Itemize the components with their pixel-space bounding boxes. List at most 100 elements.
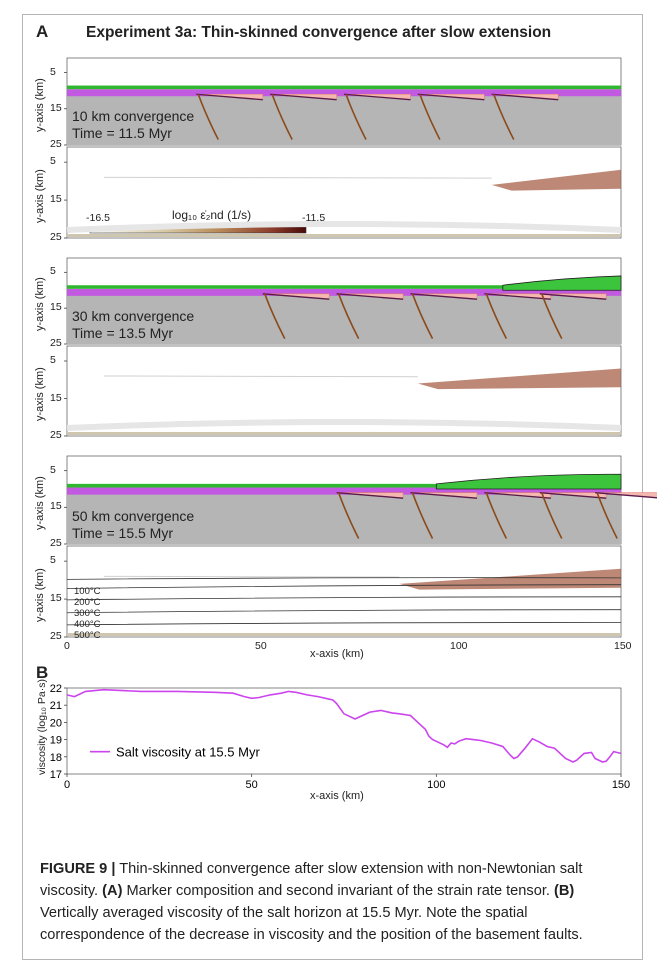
- legend-label: Salt viscosity at 15.5 Myr: [116, 745, 260, 760]
- salt-base: [410, 492, 478, 499]
- basement-fault: [411, 293, 434, 339]
- thrust-wedge: [502, 275, 622, 291]
- strain-shade: [66, 221, 622, 233]
- basement-fault: [345, 93, 367, 140]
- isotherm-line: [66, 596, 622, 601]
- salt-base: [484, 293, 551, 300]
- thrust-wedge: [435, 473, 622, 490]
- caption-figure-label: FIGURE 9 |: [40, 861, 116, 877]
- panel-b-letter: B: [36, 663, 49, 682]
- caption-text-3: Vertically averaged viscosity of the sal…: [40, 905, 583, 943]
- ytick-label: 25: [50, 630, 62, 642]
- panel-a-letter: A: [36, 22, 49, 41]
- ytick-label: 5: [50, 65, 56, 78]
- ytick-label: 15: [50, 391, 62, 404]
- basement-fault: [337, 492, 360, 539]
- basement-fault: [337, 293, 360, 339]
- basement-fault: [540, 492, 563, 539]
- panel-a-xtick-50: 50: [255, 640, 267, 652]
- stage3-label: 50 km convergence Time = 15.5 Myr: [72, 508, 194, 542]
- isotherm-line: [66, 577, 622, 580]
- xtick-label: 150: [612, 779, 630, 791]
- salt-base: [595, 492, 657, 499]
- stage1-time: Time = 11.5 Myr: [72, 125, 172, 141]
- basement-fault: [596, 492, 618, 539]
- panel-a-xtick-150: 150: [614, 640, 632, 652]
- ytick-label: 21: [50, 700, 62, 712]
- stage2-convergence: 30 km convergence: [72, 308, 195, 324]
- salt-base: [343, 93, 411, 101]
- salt-layer: [67, 89, 621, 97]
- ytick-label: 25: [50, 537, 62, 549]
- ytick-label: 15: [50, 500, 62, 513]
- chart-frame: [66, 687, 622, 775]
- colorbar-max: -11.5: [302, 212, 326, 224]
- series-line: [66, 688, 622, 763]
- ytick-label: 25: [50, 231, 62, 243]
- salt-base: [336, 492, 404, 499]
- ytick-label: 22: [50, 683, 62, 695]
- ytick-label: 15: [50, 101, 62, 114]
- ytick-label: 5: [50, 155, 56, 168]
- ytick-label: 15: [50, 193, 62, 206]
- stage2-time: Time = 13.5 Myr: [72, 325, 174, 341]
- ytick-label: 5: [50, 554, 56, 567]
- caption-b-ref: (B): [554, 883, 575, 899]
- stage3-time: Time = 15.5 Myr: [72, 525, 174, 541]
- caption-a-ref: (A): [102, 883, 123, 899]
- salt-base: [491, 93, 559, 101]
- basement-fault: [271, 93, 293, 140]
- salt-base: [196, 93, 263, 101]
- caption-text-2: Marker composition and second invariant …: [122, 883, 554, 899]
- ylabel: y-axis (km): [34, 168, 46, 223]
- figure-caption: FIGURE 9 | Thin-skinned convergence afte…: [40, 858, 630, 946]
- strain-zone: [417, 368, 621, 390]
- panel-b-ylabel: viscosity (log₁₀ Pa·s): [36, 678, 48, 775]
- isotherm-200: 200°C: [74, 597, 101, 608]
- salt-base: [539, 293, 607, 300]
- isotherm-500: 500°C: [74, 630, 101, 641]
- sediment-layer: [67, 483, 621, 488]
- ytick-label: 5: [50, 265, 56, 278]
- basement-fault: [411, 492, 434, 539]
- salt-base: [336, 293, 404, 300]
- basement-fault: [263, 293, 286, 339]
- colorbar-label: log₁₀ ε̇₂nd (1/s): [172, 208, 252, 222]
- stage2-label: 30 km convergence Time = 13.5 Myr: [72, 308, 194, 342]
- ytick-label: 18: [50, 752, 62, 764]
- panel-a-plots: [64, 57, 657, 638]
- basement-fault: [485, 293, 508, 339]
- xtick-label: 0: [64, 779, 70, 791]
- ylabel: y-axis (km): [34, 277, 46, 331]
- basement: [67, 293, 621, 344]
- xtick-label: 50: [246, 779, 258, 791]
- ylabel: y-axis (km): [34, 367, 46, 421]
- panel-b-xlabel: x-axis (km): [310, 790, 364, 802]
- caption-text-1: Thin-skinned convergence after slow exte…: [40, 861, 583, 899]
- basement: [67, 492, 621, 544]
- experiment-title: Experiment 3a: Thin-skinned convergence …: [86, 24, 552, 41]
- ytick-label: 15: [50, 592, 62, 605]
- panel-a-xtick-100: 100: [450, 640, 468, 652]
- ytick-label: 5: [50, 354, 56, 366]
- isotherm-line: [66, 622, 622, 626]
- ytick-label: 5: [50, 463, 56, 476]
- ytick-label: 25: [50, 337, 62, 349]
- strain-line: [103, 176, 492, 179]
- ylabel: y-axis (km): [34, 77, 46, 132]
- strain-shade: [66, 419, 622, 431]
- xtick-label: 100: [427, 779, 445, 791]
- strain-base: [67, 432, 621, 435]
- strain-base: [67, 633, 621, 636]
- stage3-convergence: 50 km convergence: [72, 508, 195, 524]
- isotherm-400: 400°C: [74, 619, 101, 630]
- panel-a-xtick-0: 0: [64, 640, 70, 652]
- salt-base: [270, 93, 337, 101]
- strain-zone: [491, 169, 621, 191]
- ytick-label: 19: [50, 735, 62, 747]
- strain-line: [103, 575, 400, 578]
- salt-base: [410, 293, 478, 300]
- basement-fault: [197, 93, 219, 140]
- isotherm-line: [66, 584, 622, 589]
